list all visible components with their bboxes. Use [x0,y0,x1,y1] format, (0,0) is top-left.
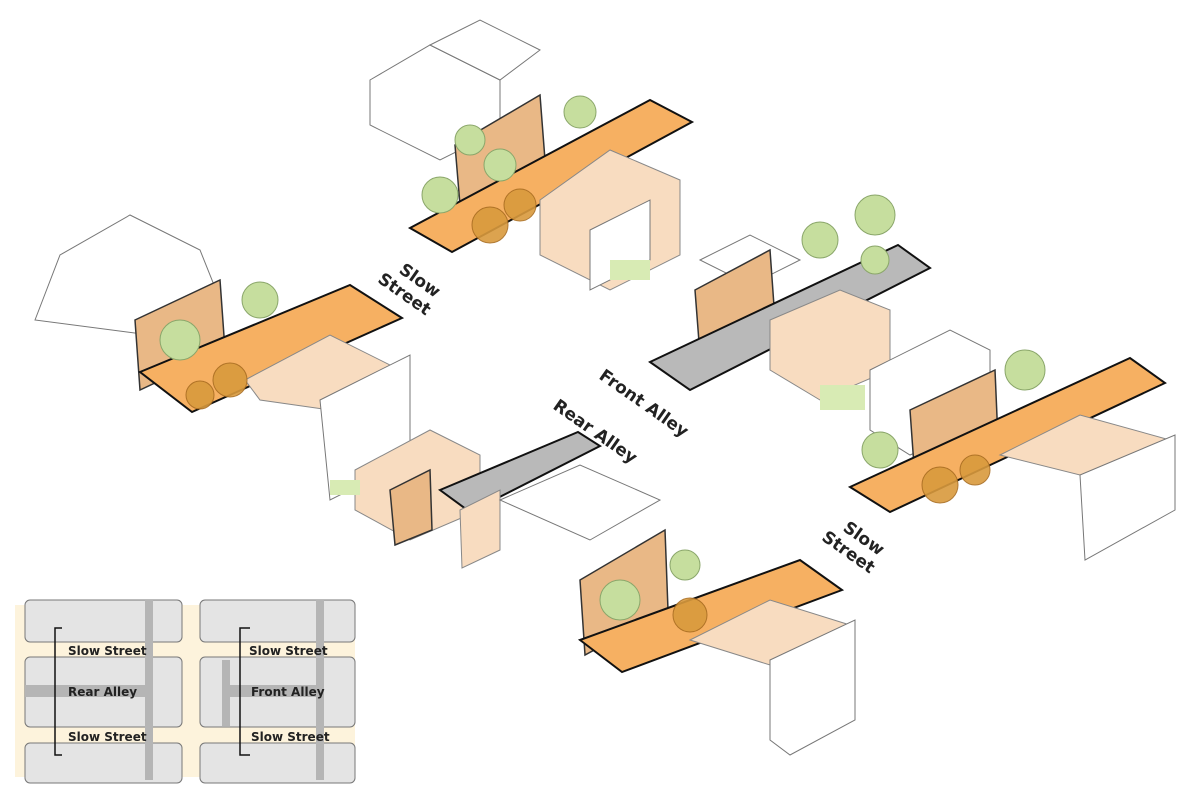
diagram-shape [199,742,356,784]
diagram-shape [199,599,356,643]
diagram-shape [222,660,230,726]
building-roof [428,19,541,81]
inset-label-slow-street: Slow Street [249,644,328,658]
tree [454,124,486,156]
tree [959,454,991,486]
right-street-section [847,349,1176,561]
diagram-shape [24,599,183,643]
tree [672,597,708,633]
inset-label-front-alley: Front Alley [251,685,325,699]
tree [471,206,509,244]
tree [669,549,701,581]
tree [212,362,248,398]
building-outline [769,619,856,756]
inset-map: Slow Street Rear Alley Slow Street Slow … [15,599,356,784]
yard [330,480,360,495]
tree [503,188,537,222]
yard [820,385,865,410]
diagram-shape [145,600,153,780]
building-outline [1079,434,1176,561]
rear-alley-strip [437,430,603,514]
top-street-section [369,19,695,291]
yard [610,260,650,280]
tree [854,194,896,236]
left-street-section [34,214,411,501]
label-slow-street-lower: Slow Street [818,518,888,578]
tree [159,319,201,361]
tree [563,95,597,129]
tree [861,431,899,469]
building-block [459,489,501,569]
building-facade [389,468,433,547]
inset-left [24,599,183,784]
inset-label-slow-street: Slow Street [68,644,147,658]
building-outline [498,464,662,541]
tree [241,281,279,319]
inset-label-slow-street: Slow Street [68,730,147,744]
tree [921,466,959,504]
tree [860,245,890,275]
tree [421,176,459,214]
diagram-shape [24,742,183,784]
inset-label-rear-alley: Rear Alley [68,685,137,699]
inset-right [199,599,356,784]
diagram-shape [230,685,320,697]
front-alley-section [648,194,991,456]
diagram-shape [239,627,250,756]
tree [483,148,517,182]
diagram-shape [54,627,62,756]
slow-street-strip [138,283,405,414]
bottom-street-section [577,528,856,756]
slow-street-strip [577,558,845,674]
tree [185,380,215,410]
tree [801,221,839,259]
inset-label-slow-street: Slow Street [251,730,330,744]
tree [599,579,641,621]
rear-alley-section [330,429,662,569]
tree [1004,349,1046,391]
